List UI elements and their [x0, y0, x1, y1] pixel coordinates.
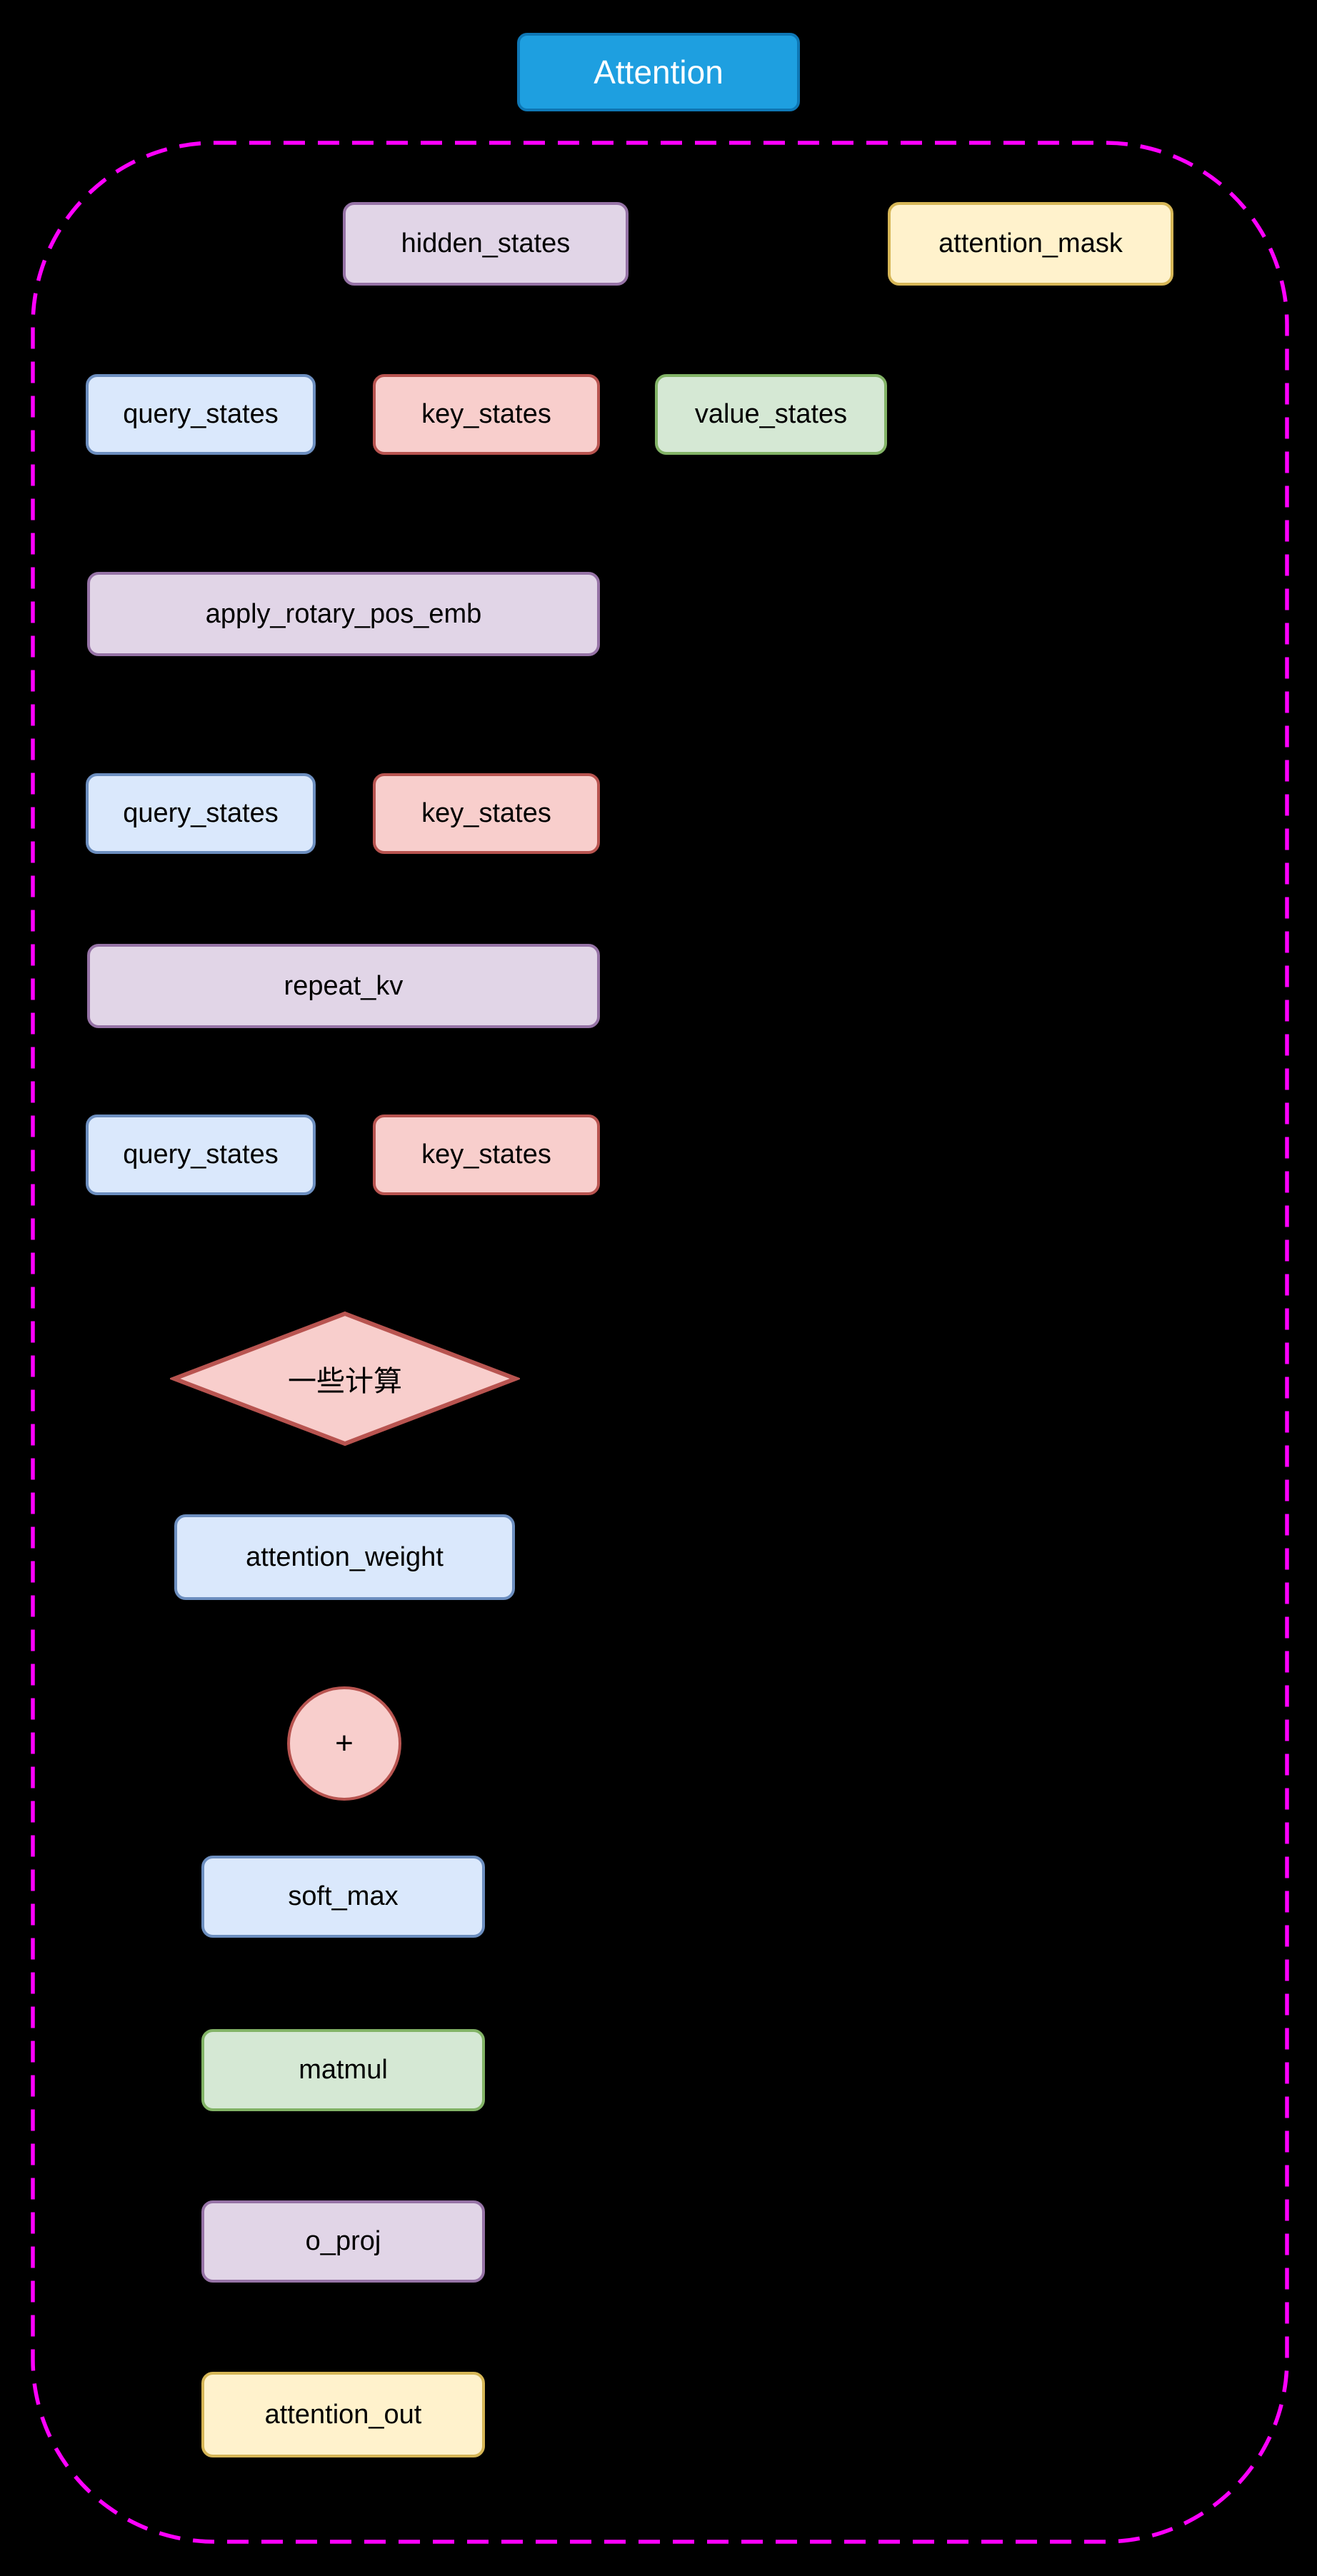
node-repeat-kv: repeat_kv: [87, 944, 600, 1028]
node-matmul: matmul: [201, 2029, 485, 2111]
node-attention-mask: attention_mask: [888, 202, 1173, 286]
group-boundary-rect: [31, 141, 1289, 2544]
title-attention: Attention: [517, 33, 800, 111]
node-apply-rotary-pos-emb: apply_rotary_pos_emb: [87, 572, 600, 656]
node-o-proj: o_proj: [201, 2200, 485, 2283]
decision-diamond: [170, 1311, 520, 1447]
node-value-states: value_states: [655, 374, 887, 455]
node-query-states-2: query_states: [86, 773, 316, 854]
decision-diamond-label: 一些计算: [288, 1366, 402, 1397]
node-key-states-1: key_states: [373, 374, 600, 455]
node-query-states-3: query_states: [86, 1115, 316, 1195]
node-soft-max: soft_max: [201, 1856, 485, 1938]
node-attention-out: attention_out: [201, 2372, 485, 2457]
node-key-states-2: key_states: [373, 773, 600, 854]
decision-diamond-shape: [170, 1311, 520, 1447]
plus-node: +: [287, 1686, 401, 1801]
node-attention-weight: attention_weight: [174, 1514, 515, 1600]
node-key-states-3: key_states: [373, 1115, 600, 1195]
node-hidden-states: hidden_states: [343, 202, 629, 286]
node-query-states-1: query_states: [86, 374, 316, 455]
